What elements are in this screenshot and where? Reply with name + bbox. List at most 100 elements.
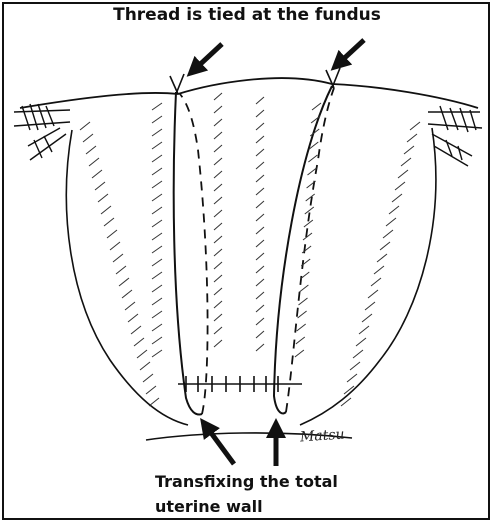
hatch-stroke (83, 134, 93, 142)
hatch-stroke (214, 275, 222, 282)
hatch-stroke (152, 272, 162, 279)
uterus-right-outline (300, 128, 436, 425)
hatch-stroke (296, 337, 305, 344)
myometrium-hatching (80, 93, 420, 406)
hatch-stroke (152, 285, 162, 292)
hatch-stroke (256, 279, 264, 286)
hatch-stroke (152, 246, 162, 253)
hatch-stroke (256, 188, 264, 195)
hatch-stroke (256, 162, 264, 169)
hatch-stroke (152, 324, 162, 331)
hatch-stroke (214, 158, 222, 165)
hatch-stroke (353, 350, 363, 358)
hatch-stroke (152, 220, 162, 227)
hatch-stroke (256, 227, 264, 234)
hatch-stroke (392, 194, 402, 202)
arrow-left-fundus (194, 44, 222, 70)
hatch-stroke (152, 194, 162, 201)
hatch-stroke (377, 254, 387, 262)
hatch-stroke (152, 103, 162, 110)
hatch-stroke (95, 182, 105, 190)
hatch-stroke (407, 134, 417, 142)
arrow-right-fundus (338, 40, 364, 64)
hatch-stroke (214, 210, 222, 217)
left-suture-solid (174, 92, 202, 414)
hatch-stroke (104, 218, 114, 226)
hatch-stroke (149, 398, 159, 406)
hatch-stroke (306, 194, 315, 201)
hatch-stroke (256, 266, 264, 273)
hatch-stroke (214, 340, 222, 347)
hatch-stroke (143, 374, 153, 382)
hatch-stroke (214, 184, 222, 191)
hatch-stroke (256, 292, 264, 299)
hatch-stroke (256, 201, 264, 208)
hatch-stroke (365, 302, 375, 310)
hatch-stroke (256, 331, 264, 338)
cross-suture-line (178, 376, 302, 392)
hatch-stroke (299, 298, 308, 305)
hatch-stroke (137, 350, 147, 358)
hatch-stroke (131, 326, 141, 334)
left-adnexa (14, 104, 70, 160)
uterus-left-outline (66, 130, 188, 425)
hatch-stroke (152, 168, 162, 175)
arrow-left-bottom (206, 426, 234, 464)
hatch-stroke (410, 122, 420, 130)
hatch-stroke (256, 318, 264, 325)
artist-signature: Matsu (299, 426, 345, 445)
hatch-stroke (152, 350, 162, 357)
hatch-stroke (89, 158, 99, 166)
hatch-stroke (386, 218, 396, 226)
left-knot (170, 74, 184, 94)
hatch-stroke (119, 278, 129, 286)
hatch-stroke (256, 240, 264, 247)
hatch-stroke (359, 326, 369, 334)
bottom-annotation-line-1: Transfixing the total (155, 472, 338, 491)
hatch-stroke (214, 119, 222, 126)
hatch-stroke (214, 301, 222, 308)
hatch-stroke (128, 314, 138, 322)
hatch-stroke (152, 233, 162, 240)
hatch-stroke (92, 170, 102, 178)
hatch-stroke (256, 149, 264, 156)
hatch-stroke (152, 207, 162, 214)
hatch-stroke (122, 290, 132, 298)
hatch-stroke (101, 206, 111, 214)
hatch-stroke (98, 194, 108, 202)
hatch-stroke (125, 302, 135, 310)
hatch-stroke (214, 106, 222, 113)
hatch-stroke (256, 214, 264, 221)
hatch-stroke (140, 362, 150, 370)
hatch-stroke (312, 103, 321, 110)
hatch-stroke (152, 259, 162, 266)
hatch-stroke (398, 170, 408, 178)
hatch-stroke (350, 362, 360, 370)
hatch-stroke (107, 230, 117, 238)
hatch-stroke (214, 249, 222, 256)
hatch-stroke (308, 155, 317, 162)
hatch-stroke (389, 206, 399, 214)
hatch-stroke (401, 158, 411, 166)
hatch-stroke (134, 338, 144, 346)
hatch-stroke (380, 242, 390, 250)
hatch-stroke (152, 181, 162, 188)
hatch-stroke (152, 129, 162, 136)
hatch-stroke (374, 266, 384, 274)
hatch-stroke (86, 146, 96, 154)
hatch-stroke (395, 182, 405, 190)
hatch-stroke (152, 337, 162, 344)
hatch-stroke (303, 233, 312, 240)
hatch-stroke (146, 386, 156, 394)
hatch-stroke (368, 290, 378, 298)
hatch-stroke (371, 278, 381, 286)
hatch-stroke (256, 175, 264, 182)
bottom-annotation-line-2: uterine wall (155, 497, 263, 516)
hatch-stroke (113, 254, 123, 262)
hatch-stroke (214, 223, 222, 230)
hatch-stroke (214, 314, 222, 321)
hatch-stroke (256, 123, 264, 130)
hatch-stroke (300, 272, 309, 279)
